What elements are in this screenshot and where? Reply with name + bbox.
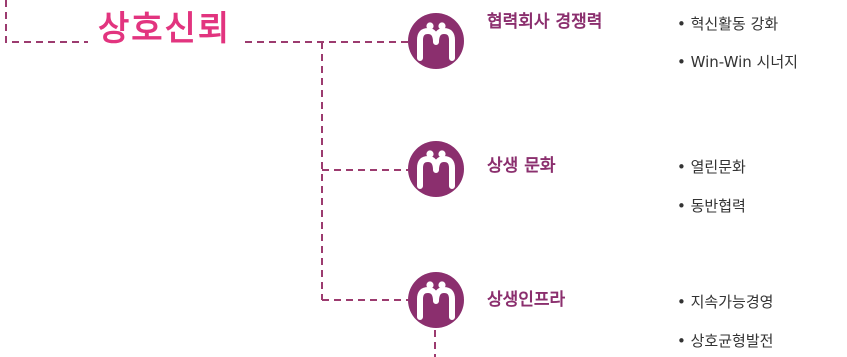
bullet-item: • Win-Win 시너지	[677, 53, 798, 71]
bullet-item: • 지속가능경영	[677, 293, 774, 311]
two-people-icon	[408, 13, 464, 69]
node-title-competitiveness: 협력회사 경쟁력	[487, 12, 603, 32]
bullet-item: • 상호균형발전	[677, 332, 774, 350]
root-label: 상호신뢰	[98, 9, 232, 49]
bullet-item: • 혁신활동 강화	[677, 15, 779, 33]
root-connector-left	[5, 0, 88, 43]
node-title-infrastructure: 상생인프라	[487, 290, 566, 310]
two-people-icon	[408, 141, 464, 197]
bullet-item: • 열린문화	[677, 158, 746, 176]
node-title-culture: 상생 문화	[487, 156, 556, 176]
two-people-icon	[408, 272, 464, 328]
bullet-item: • 동반협력	[677, 197, 746, 215]
